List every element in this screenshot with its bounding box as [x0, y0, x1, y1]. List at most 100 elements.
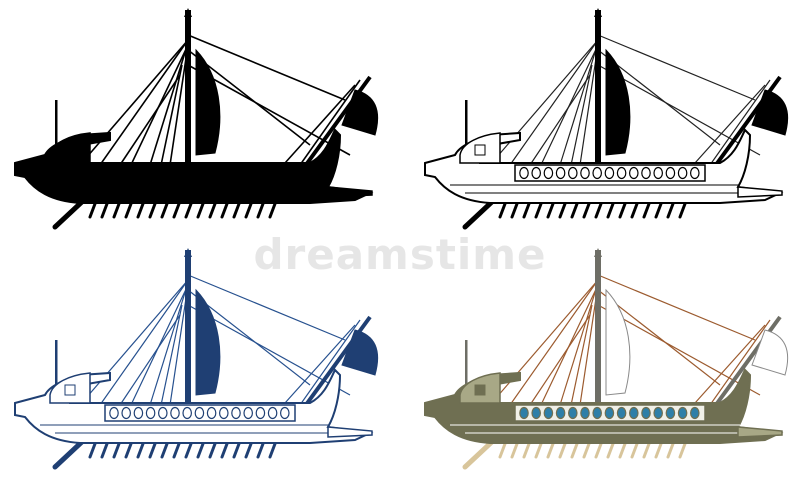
main-mast	[185, 250, 191, 415]
shield	[194, 406, 205, 420]
shield	[568, 166, 578, 180]
rope	[284, 324, 356, 404]
ram	[327, 426, 373, 438]
rope	[597, 274, 756, 341]
mast-top	[594, 8, 602, 17]
rope	[597, 49, 721, 146]
rope	[119, 314, 181, 406]
cabin-window	[64, 384, 76, 396]
shield	[641, 406, 651, 420]
shield	[641, 166, 651, 180]
shield	[555, 406, 566, 420]
rope	[694, 84, 766, 164]
shield	[158, 406, 168, 420]
rope	[99, 279, 189, 406]
ram	[737, 186, 783, 198]
shield	[267, 406, 278, 420]
shield	[604, 406, 615, 420]
rope	[709, 79, 771, 166]
shield	[243, 406, 253, 420]
shield	[580, 166, 590, 180]
mast-top	[594, 248, 602, 257]
rope	[694, 324, 766, 404]
shield	[279, 406, 290, 420]
rope	[159, 304, 183, 411]
rope	[569, 64, 593, 171]
shield	[689, 406, 700, 420]
main-sail	[195, 288, 221, 396]
rope	[119, 74, 181, 166]
rope	[597, 34, 756, 101]
cabin-window	[474, 384, 486, 396]
mast-top	[184, 8, 192, 17]
rope	[149, 282, 189, 406]
shield	[580, 406, 590, 420]
shield	[519, 166, 529, 180]
shield	[182, 406, 192, 420]
shield	[519, 406, 529, 420]
fore-sail	[341, 89, 379, 136]
shield	[665, 406, 676, 420]
shield	[653, 166, 663, 180]
rope	[187, 49, 311, 146]
shield	[121, 406, 131, 420]
rope	[597, 289, 721, 386]
rope	[489, 39, 599, 166]
cabin-window	[474, 144, 486, 156]
shield	[531, 166, 541, 180]
shield	[629, 166, 639, 180]
main-sail	[605, 48, 631, 156]
shield	[255, 406, 266, 420]
ram	[737, 426, 783, 438]
rope	[569, 304, 593, 411]
main-mast	[595, 10, 601, 175]
shield	[665, 166, 676, 180]
rope	[299, 79, 361, 166]
rope	[559, 282, 599, 406]
ship-silhouette	[14, 8, 379, 230]
rope	[284, 84, 356, 164]
rope	[79, 279, 189, 406]
shield	[616, 406, 627, 420]
shield	[145, 406, 156, 420]
shield	[653, 406, 663, 420]
fore-sail	[751, 329, 789, 376]
ship-colored	[424, 248, 789, 470]
main-mast	[595, 250, 601, 415]
fore-sail	[751, 89, 789, 136]
rope	[299, 319, 361, 406]
ship-line-art-black	[424, 8, 789, 230]
main-mast	[185, 10, 191, 175]
main-sail	[195, 48, 221, 156]
rope	[79, 39, 189, 166]
ram	[327, 186, 373, 198]
stern-pole	[55, 340, 58, 385]
shield	[555, 166, 566, 180]
shield	[206, 406, 217, 420]
rope	[159, 64, 183, 171]
shield	[677, 406, 688, 420]
rope	[509, 279, 599, 406]
shield	[689, 166, 700, 180]
stern-pole	[465, 100, 468, 145]
shield	[133, 406, 144, 420]
rope	[509, 39, 599, 166]
fore-sail	[341, 329, 379, 376]
rope	[187, 274, 346, 341]
shield	[543, 166, 554, 180]
shield	[592, 406, 602, 420]
rope	[559, 42, 599, 166]
shield	[531, 406, 541, 420]
mast-top	[184, 248, 192, 257]
rope	[489, 279, 599, 406]
shield	[592, 166, 602, 180]
shield	[604, 166, 615, 180]
main-sail	[605, 288, 631, 396]
rope	[187, 289, 311, 386]
stern-pole	[465, 340, 468, 385]
shield	[568, 406, 578, 420]
stern-cabin	[49, 132, 91, 164]
shield	[109, 406, 119, 420]
shield	[231, 406, 241, 420]
